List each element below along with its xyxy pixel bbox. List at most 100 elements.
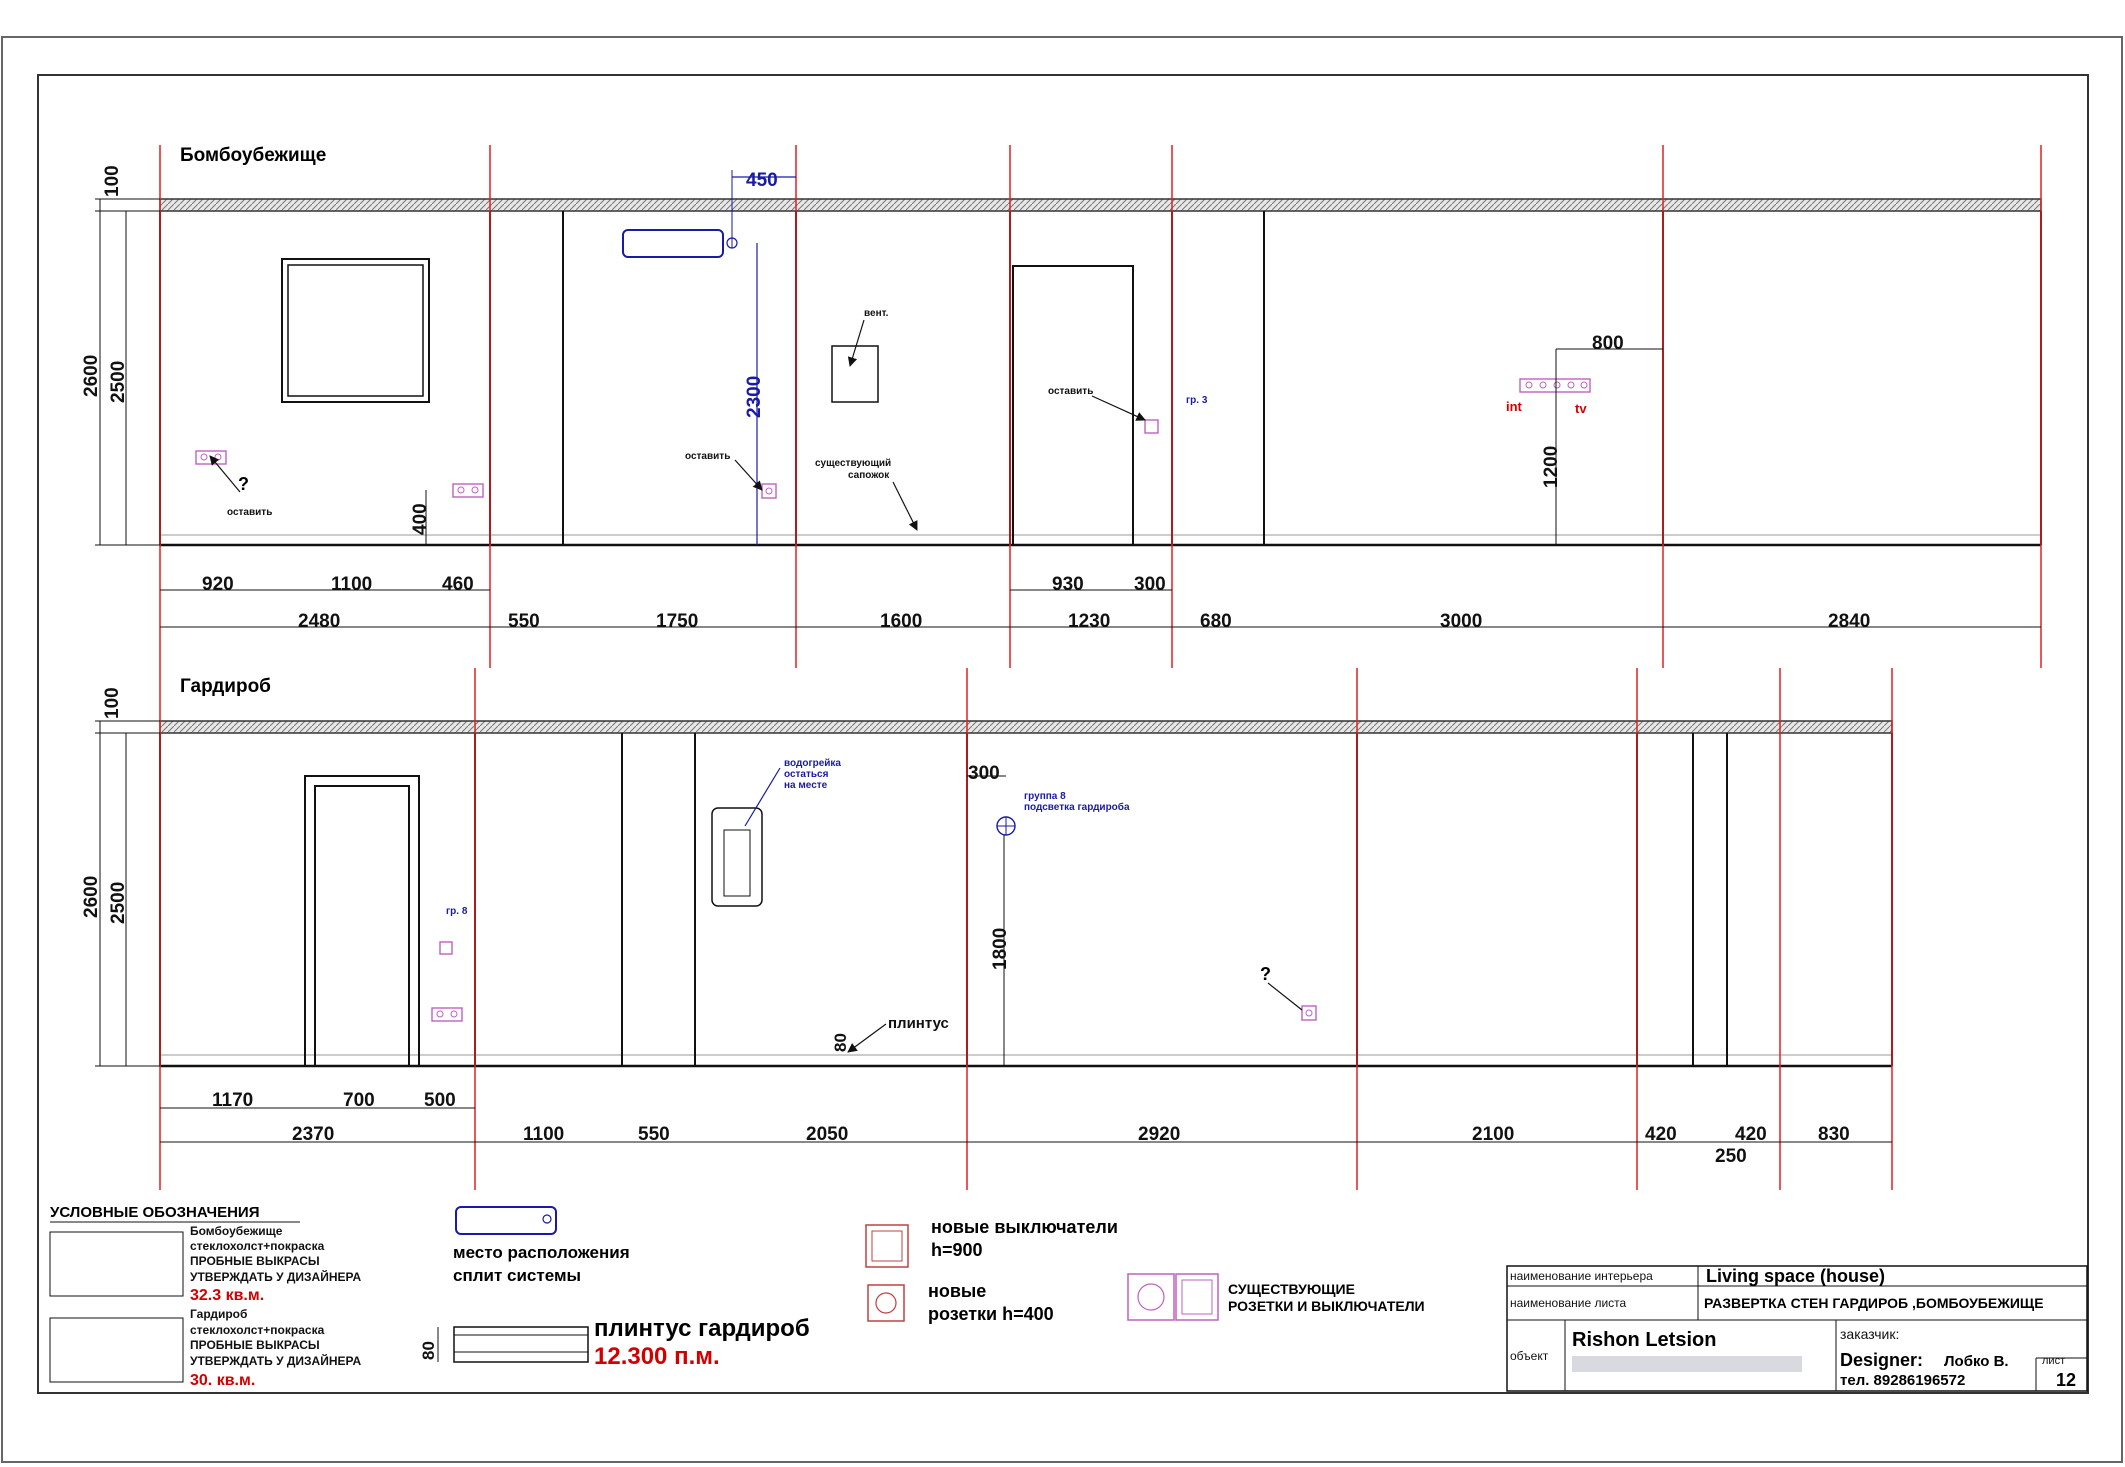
door-opening <box>304 775 420 1066</box>
tb-sheet-label: наименование листа <box>1510 1296 1627 1310</box>
dim-700: 700 <box>343 1090 375 1111</box>
note-group8-1: группа 8 <box>1024 791 1066 802</box>
label-tv: tv <box>1575 401 1587 416</box>
legend-item2-l3: ПРОБНЫЕ ВЫКРАСЫ <box>190 1338 320 1352</box>
section-cut-lines <box>159 668 1893 1190</box>
tb-designer-name: Лобко В. <box>1944 1353 2009 1370</box>
legend-item1-l1: Бомбоубежище <box>190 1224 283 1238</box>
socket-pair-wall1 <box>452 483 484 498</box>
legend-item1-l2: стеклохолст+покраска <box>190 1239 325 1253</box>
legend-switch-icon <box>865 1224 909 1268</box>
section-cut-lines <box>159 145 2042 668</box>
legend-socket-l1: новые <box>928 1281 986 1301</box>
tb-phone: тел. 89286196572 <box>1840 1372 1965 1389</box>
dim-550: 550 <box>638 1124 670 1145</box>
legend-socket-icon <box>867 1284 905 1322</box>
legend-existing-l1: СУЩЕСТВУЮЩИЕ <box>1228 1281 1355 1297</box>
note-group3: гр. 3 <box>1186 395 1208 406</box>
section-wardrobe: Гардироб водо <box>81 668 1893 1190</box>
dim-450: 450 <box>746 170 778 191</box>
legend-plinth-title: плинтус гардироб <box>594 1315 810 1342</box>
section-title: Бомбоубежище <box>180 145 326 166</box>
vent-label: вент. <box>864 308 889 319</box>
dim-830: 830 <box>1818 1124 1850 1145</box>
legend-plinth-len: 12.300 п.м. <box>594 1343 720 1370</box>
note-leave-2: оставить <box>685 451 730 462</box>
legend-existing-switch-icon <box>1175 1273 1219 1321</box>
dim-height-2600: 2600 <box>81 355 102 397</box>
note-question: ? <box>238 474 249 494</box>
dim-1200: 1200 <box>1541 446 1562 488</box>
legend-plinth-h: 80 <box>419 1341 438 1360</box>
dim-2050: 2050 <box>806 1124 848 1145</box>
tb-interior-label: наименование интерьера <box>1510 1269 1653 1283</box>
legend-existing-socket-icon <box>1127 1273 1175 1321</box>
dim-2480: 2480 <box>298 611 340 632</box>
ceiling-slab <box>159 198 2042 212</box>
ceiling-slab <box>159 720 1893 734</box>
legend-switch-l2: h=900 <box>931 1240 983 1260</box>
note-boiler-3: на месте <box>784 780 828 791</box>
switch-group3 <box>1144 419 1159 434</box>
dim-chain-lines <box>160 589 2041 628</box>
tb-object-value: Rishon Letsion <box>1572 1329 1716 1351</box>
dim-420-a: 420 <box>1645 1124 1677 1145</box>
dim-2370: 2370 <box>292 1124 334 1145</box>
dim-420-b: 420 <box>1735 1124 1767 1145</box>
legend-swatch-wardrobe <box>49 1317 184 1383</box>
tb-sheet-no-label: лист <box>2042 1355 2065 1367</box>
legend-item2-area: 30. кв.м. <box>190 1372 255 1389</box>
title-block: наименование интерьера Living space (hou… <box>1506 1265 2088 1392</box>
tb-sheet-value: РАЗВЕРТКА СТЕН ГАРДИРОБ ,БОМБОУБЕЖИЩЕ <box>1704 1295 2044 1311</box>
dim-ceiling-100: 100 <box>102 165 123 197</box>
dim-height-2500: 2500 <box>108 361 129 403</box>
legend-title: УСЛОВНЫЕ ОБОЗНАЧЕНИЯ <box>50 1204 259 1221</box>
note-leave-3: оставить <box>1048 386 1093 397</box>
window-inner <box>287 264 424 397</box>
legend-item1-area: 32.3 кв.м. <box>190 1287 264 1304</box>
dim-300: 300 <box>1134 574 1166 595</box>
switch-gr8 <box>439 941 453 955</box>
dim-400: 400 <box>410 503 431 535</box>
legend-item2-l1: Гардироб <box>190 1307 247 1321</box>
legend-item1-l3: ПРОБНЫЕ ВЫКРАСЫ <box>190 1254 320 1268</box>
legend-split-l1: место расположения <box>453 1243 630 1262</box>
tb-sheet-no: 12 <box>2056 1370 2076 1390</box>
legend-plinth-icon <box>453 1326 589 1363</box>
dim-80: 80 <box>831 1033 850 1052</box>
dim-chain-lines <box>160 1107 1892 1143</box>
legend-socket-l2: розетки h=400 <box>928 1304 1054 1324</box>
existing-sockets <box>195 378 1591 499</box>
tb-address-redacted <box>1572 1356 1802 1372</box>
window <box>281 258 430 403</box>
section-title: Гардироб <box>180 676 271 697</box>
dim-680: 680 <box>1200 611 1232 632</box>
split-system-unit <box>622 229 724 258</box>
note-existing-boot-2: сапожок <box>848 470 890 481</box>
dim-3000: 3000 <box>1440 611 1482 632</box>
dim-930: 930 <box>1052 574 1084 595</box>
dim-1750: 1750 <box>656 611 698 632</box>
dim-800: 800 <box>1592 333 1624 354</box>
existing-sockets <box>431 941 1317 1022</box>
note-group8-2: подсветка гардироба <box>1024 801 1130 813</box>
tb-designer-label: Designer: <box>1840 1350 1923 1370</box>
note-question: ? <box>1260 964 1271 984</box>
dim-920: 920 <box>202 574 234 595</box>
note-boiler-1: водогрейка <box>784 758 841 769</box>
legend-item2-l4: УТВЕРЖДАТЬ У ДИЗАЙНЕРА <box>190 1353 361 1368</box>
socket-block-int-tv <box>1519 378 1591 393</box>
dim-2100: 2100 <box>1472 1124 1514 1145</box>
tb-interior-value: Living space (house) <box>1706 1266 1885 1286</box>
tb-customer-label: заказчик: <box>1840 1326 1899 1342</box>
legend-item2-l2: стеклохолст+покраска <box>190 1323 325 1337</box>
note-existing-boot-1: существующий <box>815 458 891 469</box>
dim-2300: 2300 <box>744 376 765 418</box>
note-leave-1: оставить <box>227 507 272 518</box>
socket-single-middle <box>761 483 777 499</box>
dim-height-2600: 2600 <box>81 876 102 918</box>
legend-item1-l4: УТВЕРЖДАТЬ У ДИЗАЙНЕРА <box>190 1269 361 1284</box>
legend-split-l2: сплит системы <box>453 1266 581 1285</box>
wall-corners <box>489 211 1664 545</box>
